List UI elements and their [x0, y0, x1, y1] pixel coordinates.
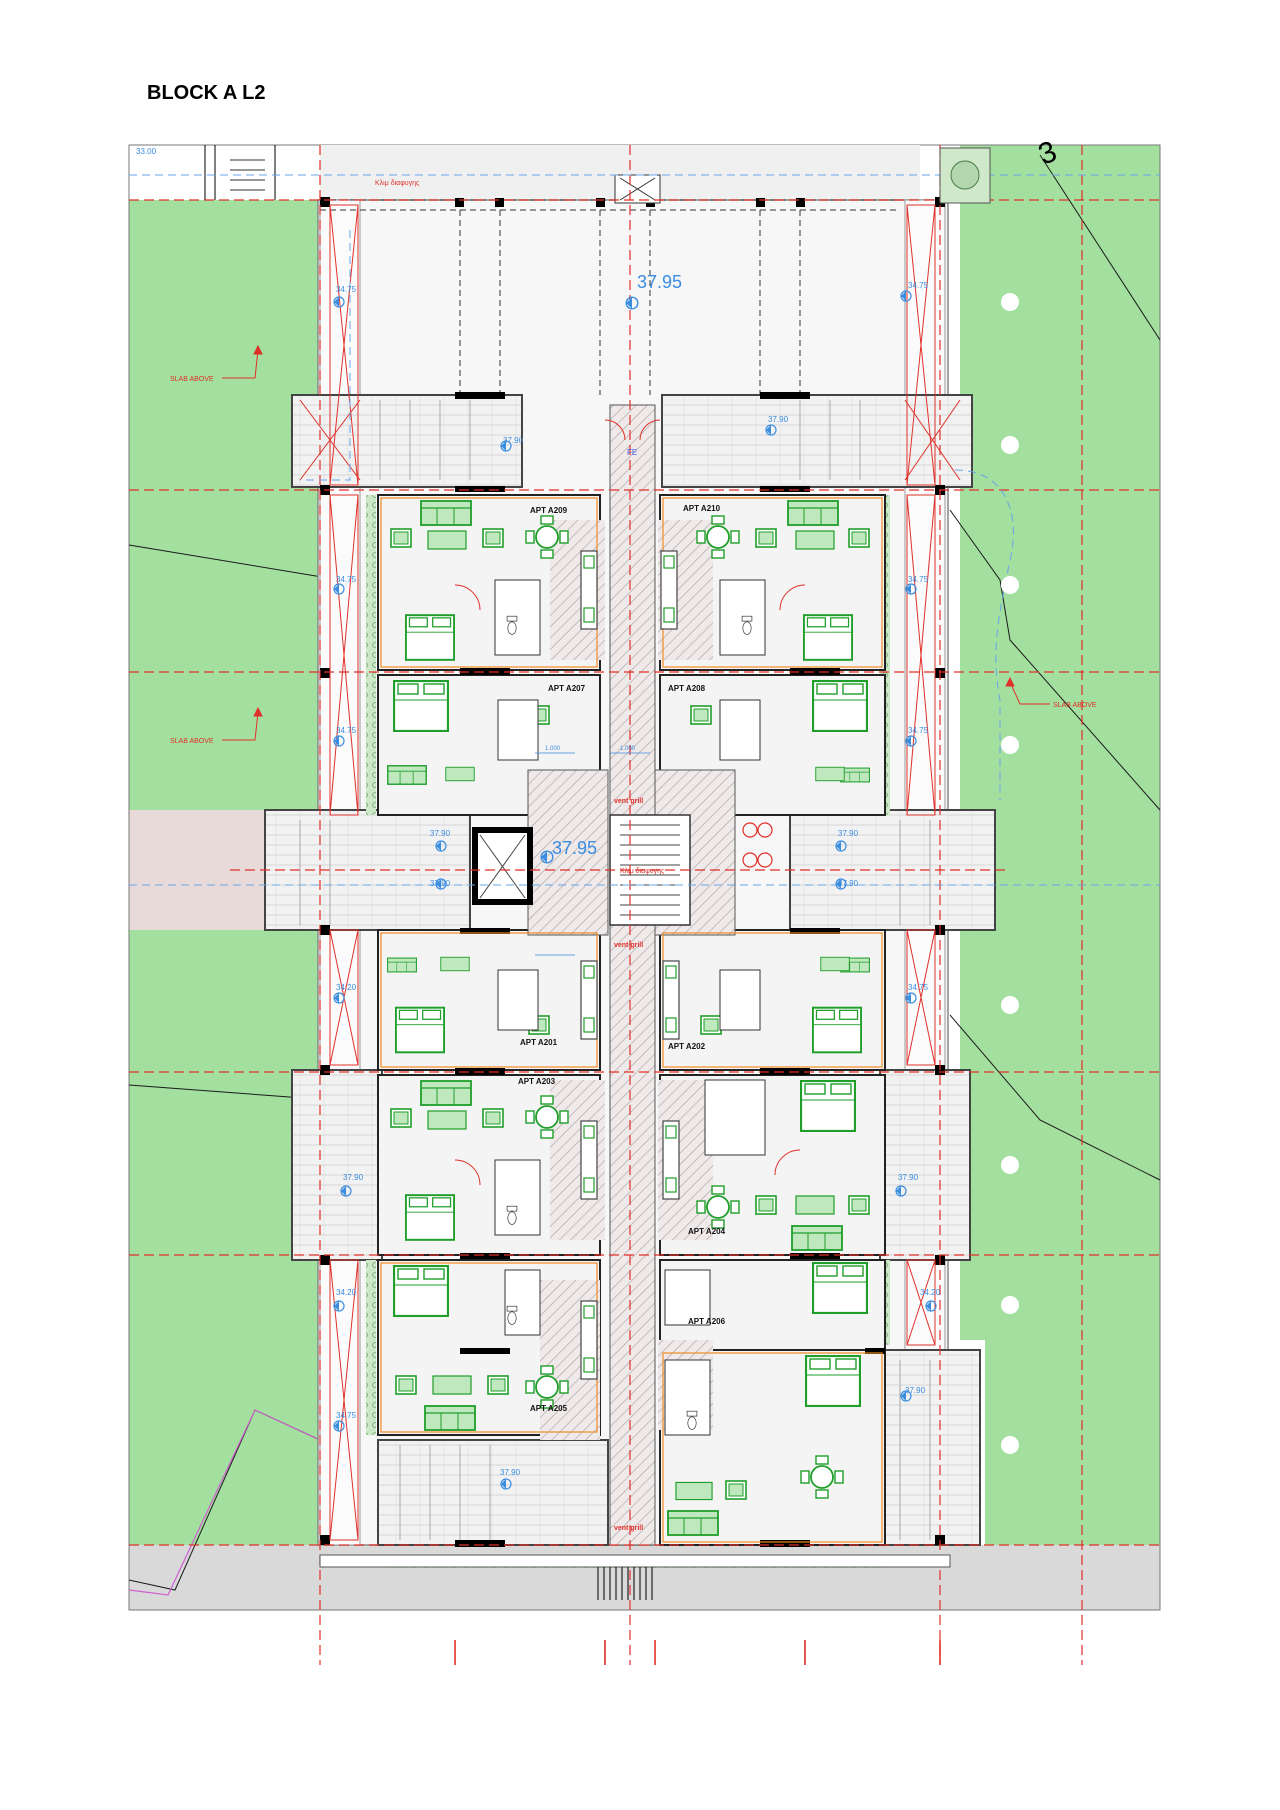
level-label-corner: 33.00: [136, 147, 157, 156]
level-label-balcony-4: 37.90: [430, 879, 451, 888]
vent-grill-label-3: vent grill: [614, 1525, 643, 1532]
level-label-balcony-2: 37.90: [768, 415, 789, 424]
slab-above-label-3: SLAB ABOVE: [1053, 702, 1097, 709]
apt-label-a205: APT A205: [530, 1404, 568, 1413]
level-label-terrace-10: 34.20: [920, 1288, 941, 1297]
level-label-balcony-9: 37.90: [500, 1468, 521, 1477]
apartment-labels: APT A209 APT A210 APT A207 APT A208 APT …: [518, 504, 726, 1413]
level-labels: 37.95 37.95 33.00 37.90 37.90 37.90 37.9…: [136, 147, 941, 1477]
level-label-terrace-4: 34.75: [908, 575, 929, 584]
dimension-lines: [535, 752, 650, 956]
apt-label-a208: APT A208: [668, 684, 706, 693]
level-label-balcony-3: 37.90: [430, 829, 451, 838]
structural-grid: [129, 145, 1160, 1665]
note-labels: SLAB ABOVE SLAB ABOVE SLAB ABOVE Κλιμ δι…: [170, 180, 1097, 1532]
slab-above-label-1: SLAB ABOVE: [170, 376, 214, 383]
level-label-balcony-6: 37.90: [838, 879, 859, 888]
grid-ticks: [454, 1640, 941, 1665]
apt-label-a210: APT A210: [683, 504, 721, 513]
ramp-label-core: Κλιμ διαφυγης: [620, 868, 665, 875]
slab-above-label-2: SLAB ABOVE: [170, 738, 214, 745]
vent-grill-label-2: vent grill: [614, 942, 643, 949]
bottom-entrance: [319, 1554, 951, 1600]
level-label-balcony-10: 37.90: [905, 1386, 926, 1395]
stair-strokes: [299, 400, 931, 1540]
level-label-terrace-1: 34.75: [336, 285, 357, 294]
level-label-balcony-8: 37.90: [898, 1173, 919, 1182]
apt-label-a209: APT A209: [530, 506, 568, 515]
apt-label-a204: APT A204: [688, 1227, 726, 1236]
level-label-balcony-5: 37.90: [838, 829, 859, 838]
fire-extinguisher-label: FE: [627, 448, 637, 457]
doors: [454, 419, 806, 1186]
level-label-terrace-9: 34.20: [336, 1288, 357, 1297]
apt-label-a207: APT A207: [548, 684, 586, 693]
level-label-terrace-11: 34.75: [336, 1411, 357, 1420]
level-label-terrace-3: 34.75: [336, 575, 357, 584]
level-label-core: 37.95: [552, 838, 597, 858]
entrance-canopy: [204, 145, 900, 395]
level-label-balcony-1: 37.90: [503, 436, 524, 445]
level-label-terrace-2: 34.75: [908, 281, 929, 290]
level-label-balcony-7: 37.90: [343, 1173, 364, 1182]
dimension-label-2: 1.000: [620, 746, 636, 752]
tree-markers: [1001, 293, 1019, 1454]
tree-icon: [939, 147, 991, 204]
ramp-label-top: Κλιμ διαφυγης: [375, 180, 420, 187]
level-label-terrace-7: 34.20: [336, 983, 357, 992]
vent-grill-label-1: vent grill: [614, 798, 643, 805]
apt-label-a202: APT A202: [668, 1042, 706, 1051]
sheet-title: BLOCK A L2: [147, 82, 266, 104]
apt-label-a206: APT A206: [688, 1317, 726, 1326]
level-label-terrace-8: 34.75: [908, 983, 929, 992]
level-label-terrace-5: 34.75: [336, 726, 357, 735]
apt-label-a203: APT A203: [518, 1077, 556, 1086]
apt-label-a201: APT A201: [520, 1038, 558, 1047]
dimension-label-1: 1.000: [545, 746, 561, 752]
bathrooms: [494, 579, 766, 1436]
property-line: [128, 1409, 321, 1596]
slab-arrows: [222, 344, 1050, 741]
level-label-terrace-6: 34.75: [908, 726, 929, 735]
level-label-top: 37.95: [637, 272, 682, 292]
